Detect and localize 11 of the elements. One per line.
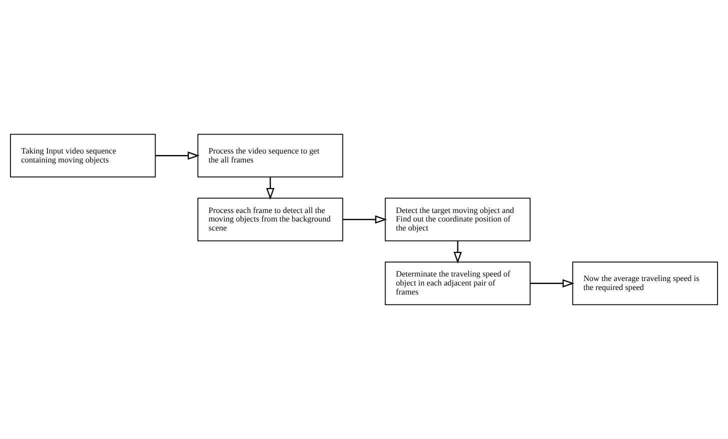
node-box: Detect the target moving object and Find out the coordinate position of the object <box>384 198 531 242</box>
arrow <box>266 176 274 200</box>
node-box: Process each frame to detect all the moving objects from the background scene <box>197 198 344 242</box>
arrow <box>155 152 200 160</box>
node-box: Now the average traveling speed is the required speed <box>572 262 718 306</box>
arrow <box>342 215 387 224</box>
arrow <box>454 240 462 264</box>
node-box: Taking Input video sequence containing moving objects <box>10 134 156 178</box>
node-box: Determinate the traveling speed of object in each adjacent pair of frames <box>384 262 531 306</box>
arrow <box>530 279 574 288</box>
node-box: Process the video sequence to get the all frames <box>197 134 344 178</box>
